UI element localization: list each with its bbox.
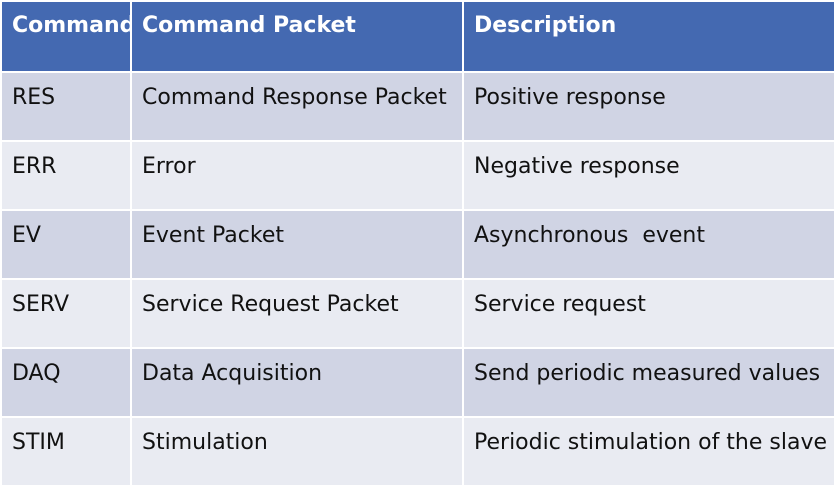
table-row: RES Command Response Packet Positive res… [0, 71, 836, 142]
cell-description: Periodic stimulation of the slave [462, 416, 836, 487]
table-body: RES Command Response Packet Positive res… [0, 71, 836, 487]
table-row: DAQ Data Acquisition Send periodic measu… [0, 347, 836, 418]
table-header: Command Command Packet Description [0, 0, 836, 73]
cell-description: Service request [462, 278, 836, 349]
header-command: Command [0, 0, 132, 73]
table-row: EV Event Packet Asynchronous event [0, 209, 836, 280]
cell-command: EV [0, 209, 132, 280]
table-row: ERR Error Negative response [0, 140, 836, 211]
cell-command-packet: Command Response Packet [130, 71, 464, 142]
cell-command: DAQ [0, 347, 132, 418]
cell-description: Asynchronous event [462, 209, 836, 280]
cell-command: STIM [0, 416, 132, 487]
cell-description: Positive response [462, 71, 836, 142]
cell-command-packet: Data Acquisition [130, 347, 464, 418]
cell-command-packet: Error [130, 140, 464, 211]
header-row: Command Command Packet Description [0, 0, 836, 73]
cell-command-packet: Event Packet [130, 209, 464, 280]
cell-command: RES [0, 71, 132, 142]
cell-command: ERR [0, 140, 132, 211]
table-row: SERV Service Request Packet Service requ… [0, 278, 836, 349]
header-command-packet: Command Packet [130, 0, 464, 73]
table-row: STIM Stimulation Periodic stimulation of… [0, 416, 836, 487]
cell-command: SERV [0, 278, 132, 349]
cell-description: Send periodic measured values [462, 347, 836, 418]
header-description: Description [462, 0, 836, 73]
cell-command-packet: Stimulation [130, 416, 464, 487]
cell-command-packet: Service Request Packet [130, 278, 464, 349]
cell-description: Negative response [462, 140, 836, 211]
